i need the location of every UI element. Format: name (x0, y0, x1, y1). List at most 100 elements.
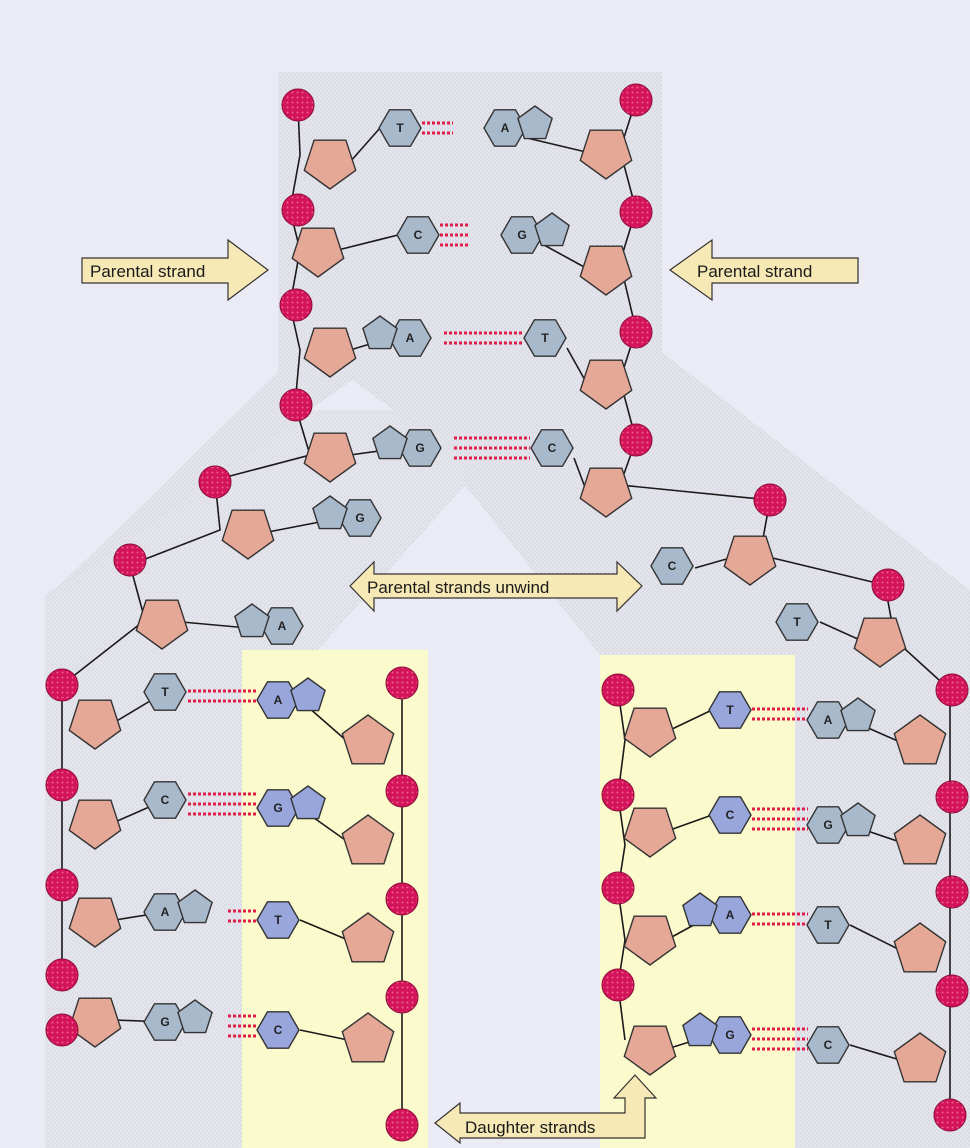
base-letter: T (161, 685, 169, 699)
deoxyribose-sugar-icon (623, 1025, 677, 1076)
phosphate-group-icon (601, 968, 635, 1002)
phosphate-group-icon (753, 483, 787, 517)
daughter-strands-label: Daughter strands (465, 1118, 595, 1137)
hydrogen-bonds (188, 121, 808, 1051)
pyrimidine-base-icon: C (530, 429, 574, 467)
purine-base-icon: G (500, 212, 570, 254)
base-letter: T (824, 918, 832, 932)
deoxyribose-sugar-icon (893, 714, 947, 765)
label-parental-right: Parental strand (668, 238, 859, 302)
deoxyribose-sugar-icon (893, 1032, 947, 1083)
purine-base-icon: A (806, 697, 876, 739)
glycosidic-link (566, 347, 587, 383)
base-letter: G (517, 228, 526, 242)
phosphate-group-icon (871, 568, 905, 602)
deoxyribose-sugar-icon (853, 617, 907, 668)
arrow-left-icon (668, 238, 859, 302)
pyrimidine-base-icon: T (708, 691, 752, 729)
deoxyribose-sugar-icon (303, 327, 357, 378)
deoxyribose-sugar-icon (893, 922, 947, 973)
base-letter: C (161, 793, 170, 807)
deoxyribose-sugar-icon (68, 799, 122, 850)
pyrimidine-base-icon: T (775, 603, 819, 641)
pyrimidine-base-icon: C (256, 1011, 300, 1049)
base-letter: A (161, 905, 170, 919)
phosphate-group-icon (601, 871, 635, 905)
deoxyribose-sugar-icon (303, 432, 357, 483)
deoxyribose-sugar-icon (623, 807, 677, 858)
deoxyribose-sugar-icon (579, 467, 633, 518)
deoxyribose-sugar-icon (579, 245, 633, 296)
glycosidic-link (349, 127, 381, 163)
glycosidic-link (573, 457, 587, 491)
pyrimidine-base-icon: C (650, 547, 694, 585)
base-letter: A (278, 619, 287, 633)
sugars (68, 129, 947, 1083)
purine-base-icon: G (143, 999, 213, 1041)
base-letter: G (273, 801, 282, 815)
deoxyribose-sugar-icon (893, 814, 947, 865)
phosphate-group-icon (385, 1108, 419, 1142)
parental-strand-label-right: Parental strand (697, 262, 812, 281)
base-letter: A (824, 713, 833, 727)
deoxyribose-sugar-icon (135, 599, 189, 650)
phosphate-group-icon (45, 868, 79, 902)
parental-strands-unwind-label: Parental strands unwind (367, 578, 549, 597)
deoxyribose-sugar-icon (623, 915, 677, 966)
phosphate-group-icon (619, 195, 653, 229)
deoxyribose-sugar-icon (579, 359, 633, 410)
purine-base-icon: A (143, 889, 213, 931)
deoxyribose-sugar-icon (68, 699, 122, 750)
parental-strand-label-left: Parental strand (90, 262, 205, 281)
pyrimidine-base-icon: T (523, 319, 567, 357)
pyrimidine-base-icon: T (143, 673, 187, 711)
pyrimidine-base-icon: C (806, 1026, 850, 1064)
purine-base-icon: A (682, 892, 752, 934)
phosphate-group-icon (45, 668, 79, 702)
phosphate-group-icon (933, 1098, 967, 1132)
pyrimidine-base-icon: C (143, 781, 187, 819)
phosphate-group-icon (281, 193, 315, 227)
deoxyribose-sugar-icon (303, 139, 357, 190)
glycosidic-link (299, 919, 349, 941)
glycosidic-link (669, 709, 713, 731)
deoxyribose-sugar-icon (579, 129, 633, 180)
purine-base-icon: G (372, 425, 442, 467)
purine-base-icon: G (806, 802, 876, 844)
base-letter: G (355, 511, 364, 525)
base-letter: C (824, 1038, 833, 1052)
purine-base-icon: A (362, 315, 432, 357)
base-letter: T (793, 615, 801, 629)
deoxyribose-sugar-icon (623, 707, 677, 758)
phosphate-group-icon (113, 543, 147, 577)
fork-gap (318, 485, 600, 1148)
phosphate-group-icon (279, 388, 313, 422)
double-arrow-icon (349, 560, 643, 613)
deoxyribose-sugar-icon (68, 897, 122, 948)
phosphate-group-icon (385, 882, 419, 916)
base-letter: C (274, 1023, 283, 1037)
base-letter: T (396, 121, 404, 135)
base-letter: T (541, 331, 549, 345)
phosphate-group-icon (619, 83, 653, 117)
base-letter: A (501, 121, 510, 135)
glycosidic-link (669, 814, 713, 831)
purine-base-icon: A (256, 677, 326, 719)
phosphate-group-icon (385, 774, 419, 808)
glycosidic-link (299, 1029, 349, 1041)
glycosidic-link (694, 557, 731, 569)
base-letter: C (548, 441, 557, 455)
glycosidic-link (526, 137, 587, 153)
base-letter: T (274, 913, 282, 927)
base-letter: G (415, 441, 424, 455)
phosphate-group-icon (385, 666, 419, 700)
deoxyribose-sugar-icon (291, 227, 345, 278)
phosphate-group-icon (385, 980, 419, 1014)
arrow-right-icon (81, 238, 269, 302)
phosphate-group-icon (601, 778, 635, 812)
label-daughter: Daughter strands (434, 1074, 658, 1145)
phosphate-group-icon (619, 423, 653, 457)
base-letter: T (726, 703, 734, 717)
